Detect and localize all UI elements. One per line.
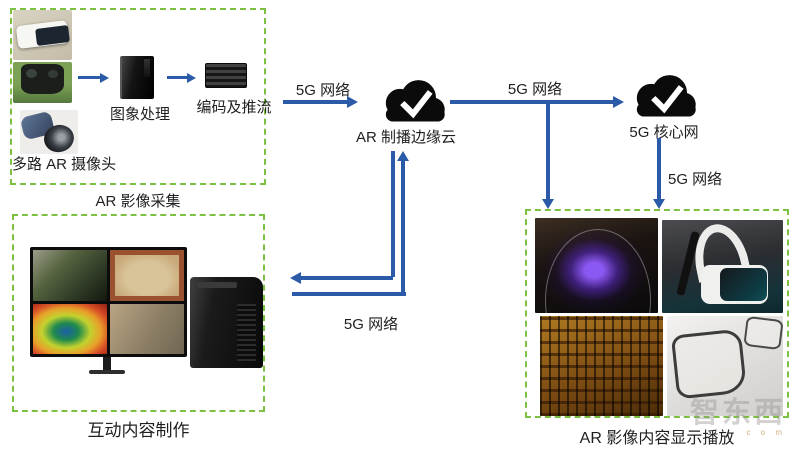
image-encoder-device	[205, 63, 247, 88]
camera-rig-body	[21, 63, 64, 94]
label-image-processing: 图象处理	[109, 106, 170, 123]
arrowhead-up-icon	[397, 151, 409, 161]
arrowhead-down-icon	[653, 199, 665, 209]
arrow-edge-to-core	[450, 100, 613, 104]
image-monitor-wall	[30, 247, 187, 357]
headset-unit	[700, 264, 769, 304]
label-edge-cloud: AR 制播边缘云	[355, 129, 456, 146]
glass-arc	[544, 229, 651, 313]
glasses-second-pair	[743, 316, 783, 351]
image-industrial-camera	[20, 110, 78, 154]
cloud-check-icon-edge	[385, 80, 445, 122]
cloud-check-icon-core	[636, 75, 696, 117]
arrow-core-to-display	[657, 138, 661, 199]
arrow-production-to-edge-horizontal	[292, 292, 406, 296]
image-processing-device	[120, 56, 154, 99]
caption-interactive-production: 互动内容制作	[87, 421, 190, 440]
headset-faceplate	[719, 267, 768, 301]
caption-ar-capture: AR 影像采集	[95, 193, 181, 210]
arrowhead-right-icon	[187, 72, 196, 83]
caption-ar-display: AR 影像内容显示播放	[579, 430, 735, 447]
image-surveillance-camera	[13, 10, 72, 60]
screen-landscape	[110, 303, 184, 354]
image-camera-rig	[13, 62, 72, 103]
watermark: 智东西 c o m	[690, 399, 786, 437]
image-holographic-grid	[540, 316, 663, 416]
glasses-lens	[670, 328, 747, 400]
arrow-capture-to-edge	[283, 100, 347, 104]
arrow-edge-to-production	[391, 151, 395, 277]
arrowhead-right-icon	[100, 72, 109, 83]
arrowhead-left-icon	[290, 272, 301, 284]
arrow-cameras-to-processing	[78, 76, 100, 79]
monitor-stand	[103, 357, 111, 371]
label-5g-edge-production: 5G 网络	[343, 316, 399, 333]
image-hologram-glasses	[535, 218, 658, 313]
image-server-tower	[190, 277, 263, 368]
label-encoding-streaming: 编码及推流	[196, 99, 272, 116]
monitor-base	[89, 370, 125, 374]
label-multi-ar-cameras: 多路 AR 摄像头	[12, 156, 117, 173]
arrow-production-to-edge	[401, 161, 405, 296]
arrowhead-right-icon	[613, 96, 624, 108]
arrow-edge-to-production-horizontal	[301, 276, 393, 280]
label-5g-capture-edge: 5G 网络	[295, 82, 351, 99]
arrow-branch-to-display	[546, 102, 550, 199]
label-5g-core-display: 5G 网络	[668, 171, 723, 188]
arrowhead-down-icon	[542, 199, 554, 209]
watermark-text: 智东西	[690, 397, 787, 429]
label-core-network: 5G 核心网	[629, 124, 699, 141]
camera-lens	[35, 24, 70, 46]
label-5g-edge-core: 5G 网络	[507, 81, 563, 98]
screen-aerial-site	[110, 250, 184, 301]
image-ar-glasses	[667, 316, 783, 416]
watermark-suffix: c o m	[746, 428, 787, 437]
arrowhead-right-icon	[347, 96, 358, 108]
image-vr-headset	[662, 220, 783, 313]
screen-heatmap	[33, 303, 107, 354]
arrow-processing-to-encoding	[167, 76, 187, 79]
screen-terrain	[33, 250, 107, 301]
